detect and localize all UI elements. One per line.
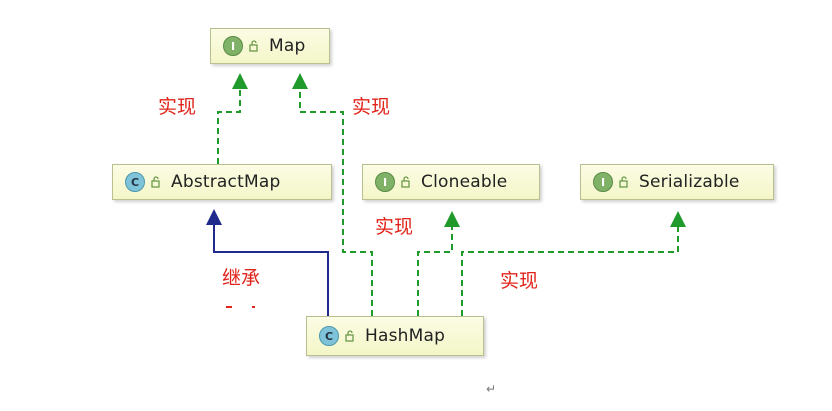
arrowhead-map-left [232,73,248,89]
return-mark: ↵ [486,382,497,396]
node-name: Serializable [639,172,740,192]
arrowhead-map-right [292,73,308,89]
node-name: Map [269,36,306,56]
label-implements-cloneable: 实现 [375,216,414,238]
node-map[interactable]: I Map [210,28,330,64]
public-access-icon [345,330,354,342]
arrowhead-abstractmap [206,209,222,225]
edge-hashmap-implements-map [299,88,373,316]
class-icon: C [125,172,145,192]
public-access-icon [401,176,410,188]
arrowhead-serializable [670,211,686,227]
edge-hashmap-implements-serializable [461,226,679,316]
public-access-icon [619,176,628,188]
label-implements-abstractmap: 实现 [158,96,197,118]
node-abstract-map[interactable]: C AbstractMap [112,164,332,200]
node-name: Cloneable [421,172,508,192]
interface-icon: I [375,172,395,192]
interface-icon: I [593,172,613,192]
label-implements-hashmap-map: 实现 [352,96,391,118]
node-hash-map[interactable]: C HashMap [306,316,484,356]
edge-hashmap-implements-cloneable [417,226,453,316]
edge-abstractmap-implements-map [217,88,241,164]
node-name: HashMap [365,326,446,346]
label-extends: 继承 [222,267,261,289]
interface-icon: I [223,36,243,56]
edge-hashmap-extends-abstractmap [213,224,329,316]
public-access-icon [151,176,160,188]
public-access-icon [249,40,258,52]
node-cloneable[interactable]: I Cloneable [362,164,540,200]
node-serializable[interactable]: I Serializable [580,164,774,200]
class-icon: C [319,326,339,346]
arrowhead-cloneable [444,211,460,227]
label-implements-serializable: 实现 [500,270,539,292]
node-name: AbstractMap [171,172,281,192]
